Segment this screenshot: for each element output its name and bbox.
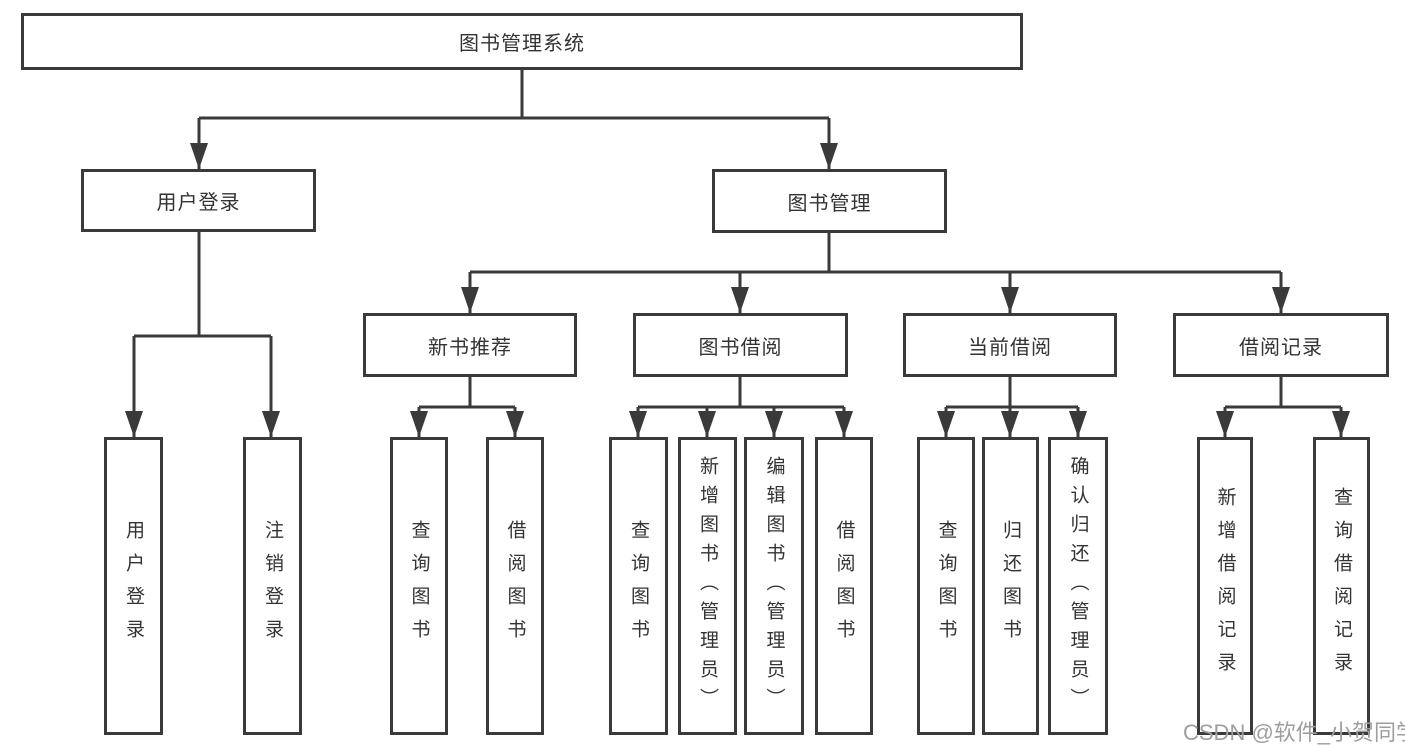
leaf-edit-book-admin: 编辑图书（管理员） <box>744 437 804 735</box>
node-borrowing-records: 借阅记录 <box>1173 313 1389 377</box>
leaf-return-books: 归还图书 <box>982 437 1039 735</box>
leaf-logout: 注销登录 <box>243 437 302 735</box>
node-book-management: 图书管理 <box>712 169 947 233</box>
leaf-query-books-borrowing: 查询图书 <box>609 437 668 735</box>
csdn-watermark: CSDN @软件_小贺同学 <box>1183 720 1405 745</box>
leaf-query-books-recommend: 查询图书 <box>390 437 448 735</box>
node-library-management-system: 图书管理系统 <box>21 13 1023 70</box>
leaf-confirm-return-admin: 确认归还（管理员） <box>1048 437 1108 735</box>
node-book-borrowing: 图书借阅 <box>633 313 848 377</box>
node-user-login: 用户登录 <box>81 169 316 232</box>
leaf-user-login: 用户登录 <box>104 437 163 735</box>
leaf-add-book-admin: 新增图书（管理员） <box>678 437 737 735</box>
node-new-book-recommendation: 新书推荐 <box>363 313 577 377</box>
node-current-borrowing: 当前借阅 <box>903 313 1117 377</box>
leaf-borrow-books-borrowing: 借阅图书 <box>815 437 873 735</box>
connector-paths <box>132 69 1343 437</box>
leaf-add-borrow-record: 新增借阅记录 <box>1197 437 1253 735</box>
leaf-query-borrow-record: 查询借阅记录 <box>1313 437 1370 735</box>
leaf-borrow-books-recommend: 借阅图书 <box>486 437 544 735</box>
leaf-query-books-current: 查询图书 <box>917 437 975 735</box>
